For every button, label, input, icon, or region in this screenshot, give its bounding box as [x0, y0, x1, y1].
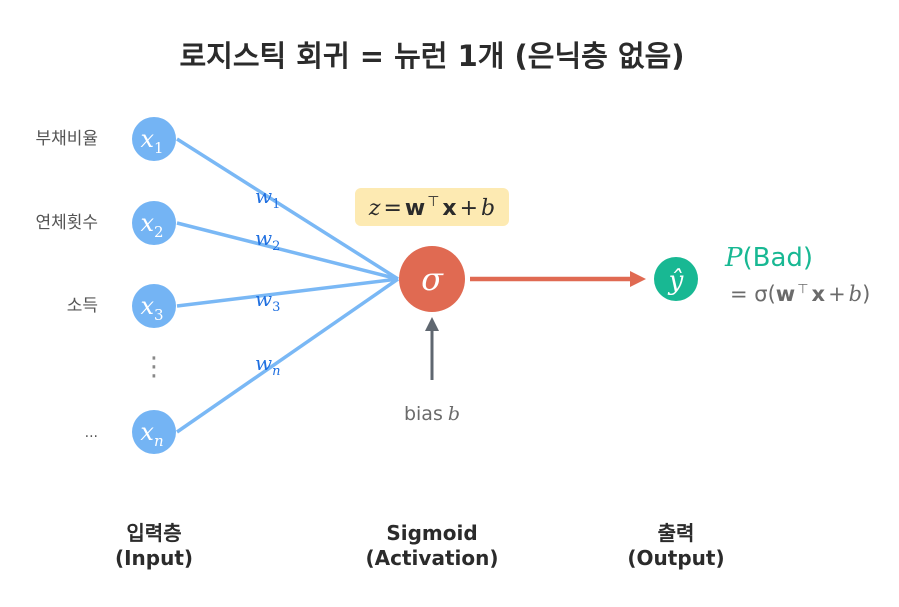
formula-z-x: x	[442, 196, 456, 221]
formula-z-T: ⊤	[427, 194, 439, 210]
input-sub-x3: 3	[154, 306, 164, 324]
output-formula: = σ(w⊤ x+b)	[730, 282, 870, 306]
weight-wn-var: w	[255, 351, 272, 375]
svg-text:x1: x1	[140, 125, 163, 157]
output-prob-label: P(Bad)	[724, 243, 813, 273]
input-node-x2: x2	[132, 201, 176, 245]
bias-text: bias	[404, 403, 443, 425]
svg-text:xn: xn	[140, 418, 163, 450]
weight-w3-sub: 3	[272, 300, 280, 315]
formula-z-lhs: z	[368, 196, 381, 221]
svg-text:x3: x3	[140, 292, 163, 324]
layer-input-ko: 입력층	[126, 521, 181, 545]
input-nodes: x1 x2 x3 ⋮ xn	[132, 117, 176, 454]
input-node-x1: x1	[132, 117, 176, 161]
feature-label-1: 부채비율	[35, 129, 98, 149]
input-node-xn: xn	[132, 410, 176, 454]
layer-output-ko: 출력	[658, 521, 695, 545]
formula-z-b: b	[481, 196, 495, 221]
weight-w3: w3	[255, 287, 280, 315]
weight-wn-sub: n	[272, 364, 280, 379]
weight-w2: w2	[255, 226, 280, 254]
bias-var: b	[448, 403, 460, 425]
weight-w3-var: w	[255, 287, 272, 311]
formula-z-box: z=w⊤x+b	[355, 188, 509, 226]
layer-activation-en: (Activation)	[366, 546, 499, 570]
sigmoid-neuron: σ	[399, 246, 465, 312]
layer-captions: 입력층 (Input) Sigmoid (Activation) 출력 (Out…	[115, 521, 725, 570]
weight-w1-sub: 1	[272, 197, 280, 212]
weight-labels: w1 w2 w3 wn	[255, 184, 281, 379]
input-var-x3: x	[140, 292, 154, 320]
output-arrow	[470, 271, 646, 287]
output-P: P	[724, 243, 743, 273]
svg-text:z=w⊤x+b: z=w⊤x+b	[368, 194, 495, 221]
layer-activation-ko: Sigmoid	[386, 521, 477, 545]
formula-z-eq: =	[383, 196, 401, 221]
formula-z-w: w	[405, 196, 425, 221]
output-formula-w: w	[776, 282, 795, 306]
weight-w2-sub: 2	[272, 239, 280, 254]
output-node: ŷ	[654, 257, 698, 301]
layer-output-en: (Output)	[627, 546, 724, 570]
output-formula-x: x	[812, 282, 826, 306]
edge-x1	[176, 137, 399, 281]
sigmoid-symbol: σ	[421, 260, 444, 298]
feature-label-3: 소득	[67, 296, 98, 316]
input-var-x1: x	[140, 125, 154, 153]
input-node-x3: x3	[132, 284, 176, 328]
input-sub-x2: 2	[154, 223, 164, 241]
edge-xn	[176, 277, 399, 434]
output-formula-b: b	[849, 282, 862, 306]
edge-x2	[176, 221, 399, 281]
feature-label-2: 연체횟수	[35, 213, 98, 233]
output-formula-T: ⊤	[797, 282, 808, 297]
output-formula-close: )	[862, 282, 870, 306]
svg-text:x2: x2	[140, 209, 163, 241]
bias-arrow	[425, 317, 439, 380]
weight-w1: w1	[255, 184, 280, 212]
output-symbol: ŷ	[668, 266, 684, 296]
input-sub-x1: 1	[154, 139, 164, 157]
feature-labels: 부채비율 연체횟수 소득 ...	[35, 129, 98, 441]
output-bad: (Bad)	[743, 243, 814, 273]
formula-z-plus: +	[460, 196, 478, 221]
weight-w1-var: w	[255, 184, 272, 208]
feature-label-n: ...	[85, 425, 98, 441]
edge-x3	[176, 277, 399, 308]
output-formula-plus: +	[828, 282, 846, 306]
weight-wn: wn	[255, 351, 281, 379]
input-sub-xn: n	[154, 432, 164, 450]
layer-input-en: (Input)	[115, 546, 193, 570]
input-var-x2: x	[140, 209, 154, 237]
connections	[176, 137, 399, 434]
output-formula-eq: = σ(	[730, 282, 776, 306]
weight-w2-var: w	[255, 226, 272, 250]
ellipsis-glyph: ⋮	[141, 352, 167, 382]
input-var-xn: x	[140, 418, 154, 446]
page-title: 로지스틱 회귀 = 뉴런 1개 (은닉층 없음)	[179, 39, 684, 73]
